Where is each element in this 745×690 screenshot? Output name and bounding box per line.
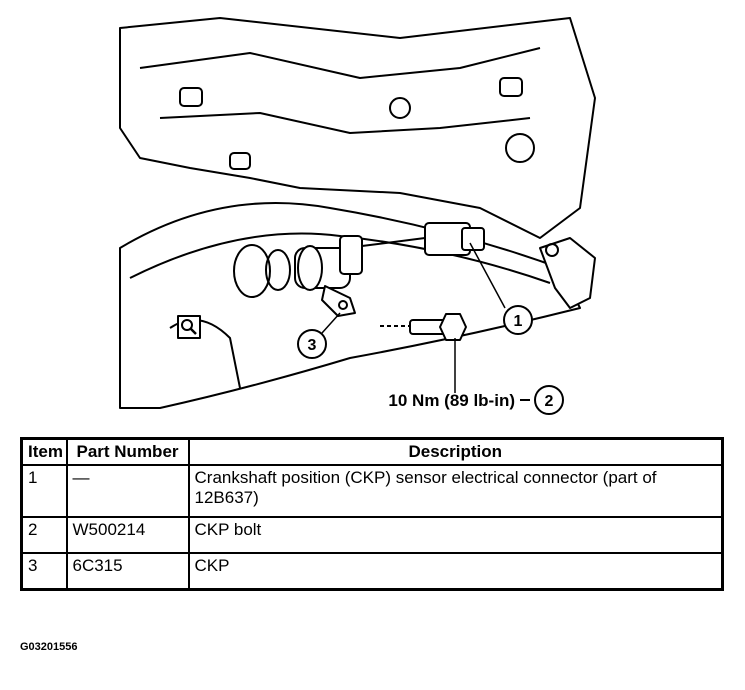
ckp-sensor (294, 235, 363, 317)
bracket-bolt (545, 243, 559, 257)
cell-item: 2 (20, 516, 68, 554)
electrical-connector (361, 222, 485, 256)
block-bolt-1 (179, 87, 203, 107)
cell-part-number: 6C315 (65, 552, 190, 591)
block-edge-upper (139, 47, 541, 79)
header-item: Item (20, 437, 68, 466)
callout-circle-2 (534, 385, 564, 415)
block-bolt-2 (229, 152, 251, 170)
cell-part-number: — (65, 464, 190, 518)
parts-table: Item Part Number Description 1 — Cranksh… (20, 437, 724, 591)
cell-description: CKP (187, 552, 724, 591)
engine-block-outline (119, 17, 596, 239)
block-boss-2 (389, 97, 411, 119)
magnifier-icon (177, 315, 201, 339)
block-boss-1 (505, 133, 535, 163)
housing-lip (169, 319, 241, 389)
torque-label: 10 Nm (89 lb-in) (388, 391, 515, 410)
o-ring (265, 249, 291, 291)
sensor-bore (233, 244, 271, 298)
table-row: 3 6C315 CKP (20, 552, 724, 591)
block-edge-lower (159, 112, 531, 134)
leader-line-1 (469, 242, 506, 309)
header-part-number: Part Number (65, 437, 190, 466)
header-description: Description (187, 437, 724, 466)
callout-circle-1 (503, 305, 533, 335)
figure-code: G03201556 (20, 641, 78, 653)
ckp-bolt (380, 313, 467, 341)
ckp-sensor-illustration: 1 2 3 10 Nm (89 lb-in) (119, 17, 596, 415)
callout-label-1: 1 (514, 313, 523, 330)
cell-description: CKP bolt (187, 516, 724, 554)
leader-line-3 (321, 312, 341, 334)
callout-circle-3 (297, 329, 327, 359)
table-header-row: Item Part Number Description (20, 437, 724, 466)
callout-label-2: 2 (545, 393, 554, 410)
block-bolt-3 (499, 77, 523, 97)
table-row: 2 W500214 CKP bolt (20, 516, 724, 554)
cell-part-number: W500214 (65, 516, 190, 554)
callout-label-3: 3 (308, 337, 317, 354)
table-row: 1 — Crankshaft position (CKP) sensor ele… (20, 464, 724, 518)
cell-item: 3 (20, 552, 68, 591)
cell-description: Crankshaft position (CKP) sensor electri… (187, 464, 724, 518)
housing-ridge (129, 232, 551, 284)
cell-item: 1 (20, 464, 68, 518)
